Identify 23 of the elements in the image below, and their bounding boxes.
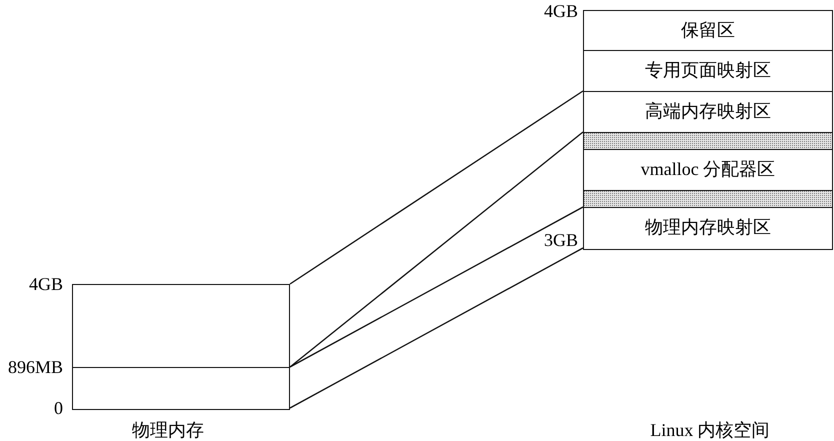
memory-region-box xyxy=(583,50,833,92)
region-label: 保留区 xyxy=(681,20,735,41)
mapping-line xyxy=(290,132,584,368)
address-label: 4GB xyxy=(28,275,63,293)
memory-block xyxy=(72,367,290,410)
region-label: 专用页面映射区 xyxy=(645,61,771,82)
address-label: 3GB xyxy=(544,231,578,249)
region-label: 物理内存映射区 xyxy=(645,218,771,238)
region-label: 高端内存映射区 xyxy=(645,102,771,122)
memory-region-box xyxy=(583,91,833,134)
region-label: vmalloc 分配器区 xyxy=(640,160,776,180)
memory-region-box xyxy=(583,149,833,192)
address-label: 896MB xyxy=(8,358,63,376)
memory-region-box xyxy=(583,207,833,250)
memory-block xyxy=(72,284,290,368)
caption: Linux 内核空间 xyxy=(650,421,770,439)
caption: 物理内存 xyxy=(132,421,204,439)
memory-region-box xyxy=(583,10,833,52)
mapping-line xyxy=(290,90,584,285)
mapping-line xyxy=(290,206,584,368)
address-label: 4GB xyxy=(544,2,578,20)
address-label: 0 xyxy=(54,399,63,417)
mapping-line xyxy=(290,247,584,409)
